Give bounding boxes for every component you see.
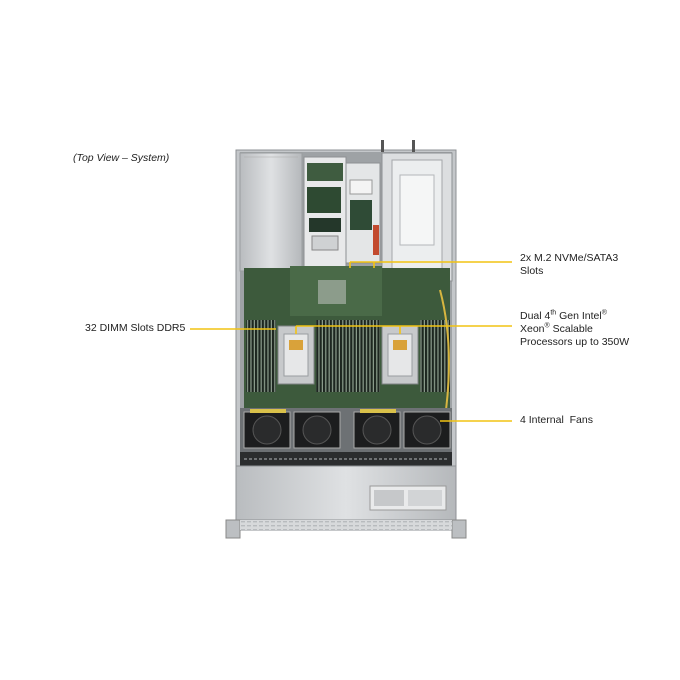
callout-cpu-line1: Dual 4th Gen Intel® — [520, 309, 607, 323]
fan-2 — [293, 411, 341, 449]
front-ear-left — [225, 519, 241, 539]
fan-3 — [353, 411, 401, 449]
dimm-bank-left — [246, 320, 276, 392]
dimm-bank-right — [420, 320, 450, 392]
callout-m2-line1: 2x M.2 NVMe/SATA3 — [520, 252, 619, 264]
callout-m2: 2x M.2 NVMe/SATA3 Slots — [520, 252, 618, 278]
callout-line-cpu — [295, 325, 512, 334]
dimm-bank-center-right — [348, 320, 380, 392]
fan-4 — [403, 411, 451, 449]
callout-line-m2 — [349, 261, 512, 268]
callout-cpu-line3: Processors up to 350W — [520, 336, 630, 348]
front-ear-right — [451, 519, 467, 539]
callout-cpu-line2: Xeon® Scalable — [520, 322, 593, 336]
callout-m2-line2: Slots — [520, 265, 544, 277]
callout-cpu: Dual 4th Gen Intel® Xeon® Scalable Proce… — [520, 310, 629, 349]
rear-left-bay — [239, 152, 303, 272]
view-caption: (Top View – System) — [73, 152, 170, 164]
callout-fans: 4 Internal Fans — [520, 414, 593, 426]
dimm-bank-center-left — [316, 320, 348, 392]
callout-dimm: 32 DIMM Slots DDR5 — [85, 322, 186, 334]
fan-1 — [243, 411, 291, 449]
